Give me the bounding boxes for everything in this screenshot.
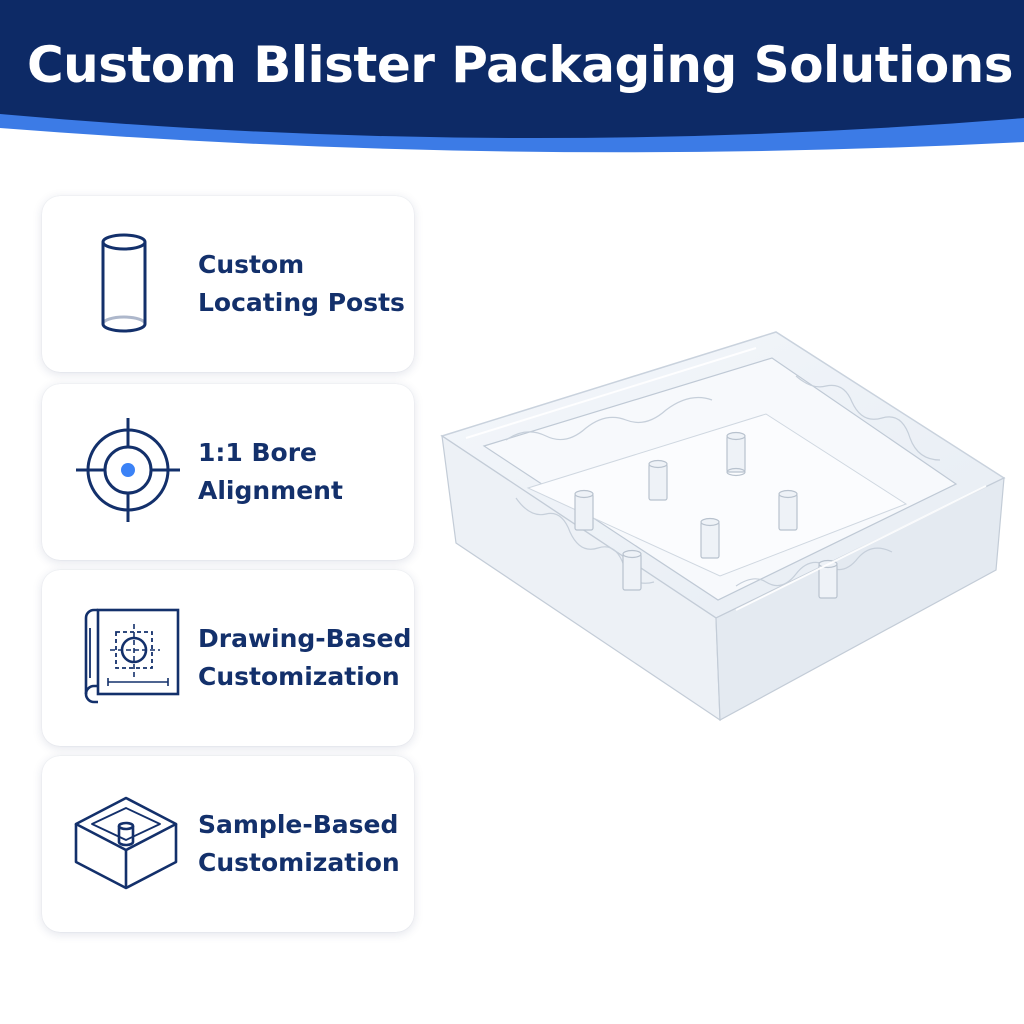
cylinder-post-icon bbox=[64, 224, 184, 344]
header-banner: Custom Blister Packaging Solutions bbox=[0, 0, 1024, 160]
target-crosshair-icon bbox=[64, 412, 184, 532]
feature-label: 1:1 Bore Alignment bbox=[198, 438, 343, 505]
feature-card-sample-based: Sample-Based Customization bbox=[42, 756, 414, 932]
feature-label: Drawing-Based Customization bbox=[198, 624, 412, 691]
locating-posts bbox=[574, 431, 838, 599]
feature-card-drawing-based: Drawing-Based Customization bbox=[42, 570, 414, 746]
feature-label: Custom Locating Posts bbox=[198, 250, 405, 317]
sample-box-icon bbox=[64, 784, 184, 904]
feature-label: Sample-Based Customization bbox=[198, 810, 400, 877]
page-title: Custom Blister Packaging Solutions bbox=[26, 36, 1014, 94]
blister-tray-image bbox=[436, 318, 1016, 728]
feature-card-locating-posts: Custom Locating Posts bbox=[42, 196, 414, 372]
feature-card-bore-alignment: 1:1 Bore Alignment bbox=[42, 384, 414, 560]
header-curve-shape bbox=[0, 0, 1024, 153]
blueprint-drawing-icon bbox=[64, 598, 184, 718]
